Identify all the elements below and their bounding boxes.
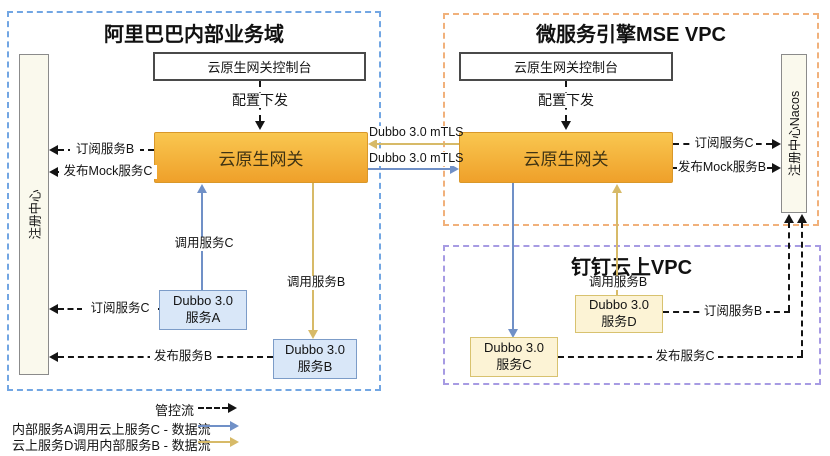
alibaba-cloud-native-gateway: 云原生网关 (154, 132, 368, 183)
config-push-arrowhead (255, 121, 265, 130)
legend-blue-flow-arrowhead (230, 421, 239, 431)
registry-center-bar: 注册中心 (19, 54, 49, 375)
dashed-line-v (801, 222, 803, 356)
mtls-blue-arrowhead (450, 164, 459, 174)
call-b-label: 调用服务B (586, 275, 650, 290)
service-d-box: Dubbo 3.0 服务D (575, 295, 663, 333)
alibaba-gateway-label: 云原生网关 (218, 150, 304, 169)
dingtalk-region-title: 钉钉云上VPC (570, 257, 693, 279)
service-a-box: Dubbo 3.0 服务A (159, 290, 247, 330)
mse-gateway-label: 云原生网关 (523, 150, 609, 169)
arrowhead (508, 329, 518, 338)
yellow-line (616, 192, 618, 295)
mtls-blue-line (368, 168, 450, 170)
arrowhead (612, 184, 622, 193)
legend-blue-flow-line (198, 425, 230, 427)
publish-mock-b-label: 发布Mock服务B (677, 160, 767, 175)
legend-blue-flow-label: 内部服务A调用云上服务C - 数据流 (12, 422, 211, 437)
config-push-label: 配置下发 (534, 92, 598, 109)
arrowhead (797, 214, 807, 223)
publish-mock-c-label: 发布Mock服务C (59, 164, 157, 179)
subscribe-b-label: 订阅服务B (700, 304, 766, 319)
subscribe-c-label: 订阅服务C (82, 301, 158, 316)
subscribe-c-label: 订阅服务C (692, 136, 756, 151)
alibaba-region-title: 阿里巴巴内部业务域 (104, 24, 284, 46)
legend-yellow-flow-label: 云上服务D调用内部服务B - 数据流 (12, 438, 211, 453)
region-alibaba-domain (7, 11, 381, 391)
service-b-product: Dubbo 3.0 (285, 342, 345, 358)
region-dingtalk-vpc (443, 245, 821, 385)
publish-b-label: 发布服务B (150, 349, 216, 364)
legend-control-flow-line (198, 407, 228, 409)
service-b-box: Dubbo 3.0 服务B (273, 339, 357, 379)
service-c-product: Dubbo 3.0 (484, 340, 544, 356)
mtls-yellow-line (377, 143, 459, 145)
arrowhead (49, 145, 58, 155)
alibaba-gateway-console-box: 云原生网关控制台 (153, 52, 366, 81)
registry-nacos-label: 注册中心Nacos (788, 90, 803, 177)
arrowhead (49, 352, 58, 362)
service-a-product: Dubbo 3.0 (173, 293, 233, 309)
registry-center-label: 注册中心 (28, 189, 43, 240)
alibaba-console-label: 云原生网关控制台 (207, 60, 312, 75)
service-c-name: 服务C (496, 357, 532, 372)
mtls-label-bottom: Dubbo 3.0 mTLS (369, 151, 464, 166)
call-b-label: 调用服务B (284, 275, 348, 290)
subscribe-b-label: 订阅服务B (70, 142, 140, 157)
legend-control-flow-arrowhead (228, 403, 237, 413)
config-push-label: 配置下发 (228, 92, 292, 109)
legend-yellow-flow-arrowhead (230, 437, 239, 447)
publish-c-label: 发布服务C (652, 349, 718, 364)
service-d-product: Dubbo 3.0 (589, 297, 649, 313)
mse-gateway-console-box: 云原生网关控制台 (459, 52, 673, 81)
service-d-name: 服务D (601, 314, 637, 329)
arrowhead (197, 184, 207, 193)
arrowhead (49, 167, 58, 177)
registry-nacos-bar: 注册中心Nacos (781, 54, 807, 213)
service-a-name: 服务A (185, 310, 221, 325)
region-mse-vpc (443, 13, 819, 226)
mse-region-title: 微服务引擎MSE VPC (535, 24, 727, 46)
arrowhead (772, 139, 781, 149)
mse-cloud-native-gateway: 云原生网关 (459, 132, 673, 183)
call-c-label: 调用服务C (172, 236, 236, 251)
arrowhead (49, 304, 58, 314)
mtls-label-top: Dubbo 3.0 mTLS (369, 125, 464, 140)
blue-line (512, 183, 514, 329)
service-b-name: 服务B (297, 359, 333, 374)
mtls-yellow-arrowhead (368, 139, 377, 149)
config-push-arrowhead (561, 121, 571, 130)
legend-yellow-flow-line (198, 441, 230, 443)
yellow-line (312, 183, 314, 330)
legend-control-flow-label: 管控流 (154, 403, 194, 418)
service-c-box: Dubbo 3.0 服务C (470, 337, 558, 377)
mse-console-label: 云原生网关控制台 (513, 60, 618, 75)
arrowhead (772, 163, 781, 173)
arrowhead (308, 330, 318, 339)
dashed-line-v (788, 222, 790, 311)
arrowhead (784, 214, 794, 223)
